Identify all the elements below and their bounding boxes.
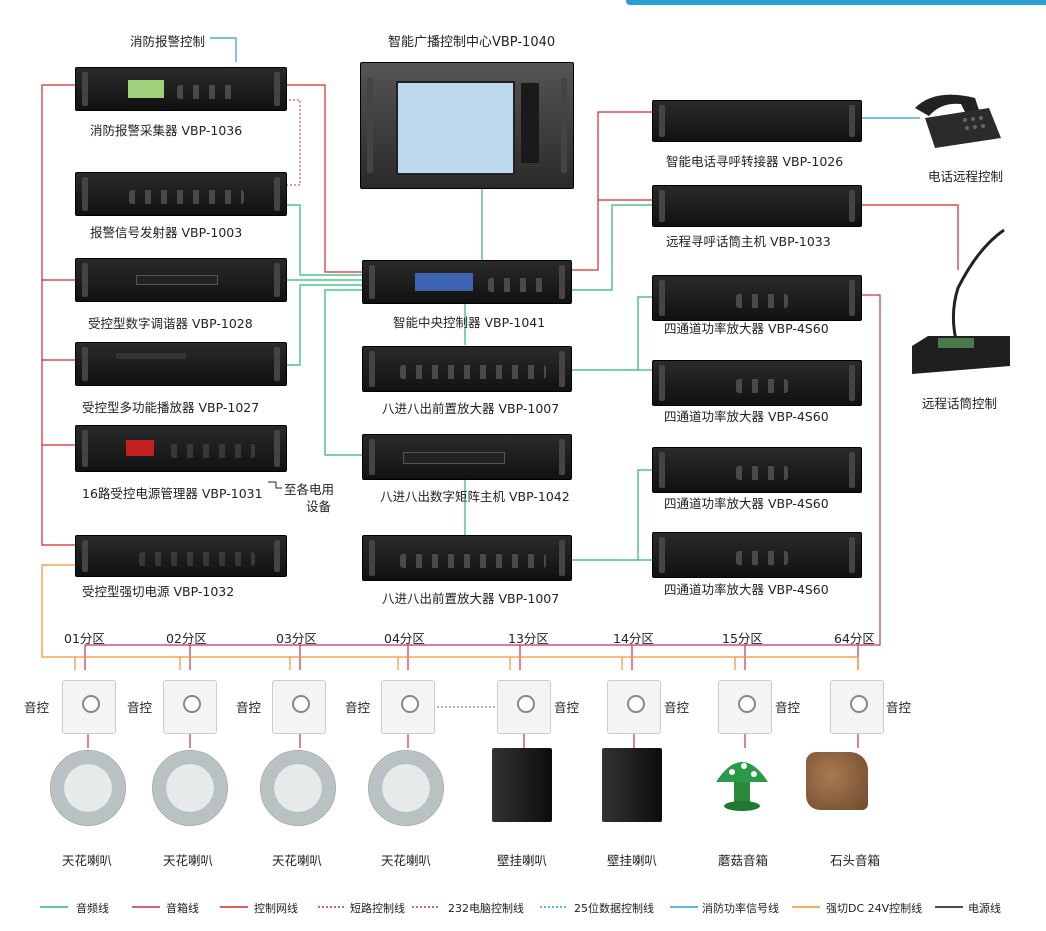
to-devices-label-1: 至各电用 [284, 482, 335, 497]
vbp-1007-b-label: 八进八出前置放大器 VBP-1007 [382, 591, 560, 606]
zone-label: 15分区 [722, 631, 763, 646]
device-amp-1 [652, 275, 862, 321]
legend-data-control-line: 25位数据控制线 [574, 902, 654, 915]
volume-control-label: 音控 [886, 700, 912, 715]
wall-speaker [492, 748, 552, 822]
header-accent-bar [626, 0, 1046, 5]
speaker-label: 蘑菇音箱 [718, 853, 769, 868]
zone-label: 02分区 [166, 631, 207, 646]
device-vbp-1032 [75, 535, 287, 577]
to-devices-label-2: 设备 [306, 499, 332, 514]
speaker-label: 石头音箱 [830, 853, 881, 868]
device-vbp-1007-a [362, 346, 572, 392]
ceiling-speaker [152, 750, 228, 826]
device-amp-3 [652, 447, 862, 493]
device-vbp-1003 [75, 172, 287, 216]
zone-label: 04分区 [384, 631, 425, 646]
volume-control-label: 音控 [24, 700, 50, 715]
volume-control-label: 音控 [127, 700, 153, 715]
zone-label: 64分区 [834, 631, 875, 646]
rock-speaker [806, 752, 868, 810]
ceiling-speaker [260, 750, 336, 826]
fire-alarm-control-label: 消防报警控制 [130, 34, 206, 49]
mushroom-speaker [716, 762, 768, 811]
device-vbp-1031 [75, 425, 287, 472]
phone-remote-label: 电话远程控制 [928, 169, 1004, 184]
ceiling-speaker [368, 750, 444, 826]
vbp-1041-label: 智能中央控制器 VBP-1041 [393, 315, 546, 330]
volume-control-panel[interactable] [272, 680, 326, 734]
device-amp-4 [652, 532, 862, 578]
legend-power-line: 电源线 [968, 902, 1001, 915]
amp-1-label: 四通道功率放大器 VBP-4S60 [664, 321, 829, 336]
volume-control-panel[interactable] [607, 680, 661, 734]
device-amp-2 [652, 360, 862, 406]
wall-speaker [602, 748, 662, 822]
volume-control-panel[interactable] [62, 680, 116, 734]
legend-fire-signal-line: 消防功率信号线 [702, 902, 779, 915]
legend-short-circuit-line: 短路控制线 [350, 902, 405, 915]
volume-control-label: 音控 [554, 700, 580, 715]
speaker-label: 壁挂喇叭 [607, 853, 658, 868]
legend-control-network-line: 控制网线 [254, 902, 298, 915]
device-vbp-1041 [362, 260, 572, 304]
device-vbp-1042 [362, 434, 572, 480]
vbp-1028-label: 受控型数字调谐器 VBP-1028 [88, 316, 253, 331]
device-vbp-1027 [75, 342, 287, 386]
speaker-label: 天花喇叭 [62, 853, 113, 868]
device-vbp-1033 [652, 185, 862, 227]
volume-control-panel[interactable] [381, 680, 435, 734]
legend-rs232-line: 232电脑控制线 [448, 902, 524, 915]
vbp-1026-label: 智能电话寻呼转接器 VBP-1026 [666, 154, 844, 169]
zone-label: 01分区 [64, 631, 105, 646]
vbp-1003-label: 报警信号发射器 VBP-1003 [90, 225, 243, 240]
volume-control-panel[interactable] [163, 680, 217, 734]
speaker-label: 天花喇叭 [272, 853, 323, 868]
device-vbp-1026 [652, 100, 862, 142]
mic-remote-label: 远程话筒控制 [922, 396, 998, 411]
zone-label: 13分区 [508, 631, 549, 646]
amp-3-label: 四通道功率放大器 VBP-4S60 [664, 496, 829, 511]
center-title: 智能广播控制中心VBP-1040 [388, 35, 556, 50]
volume-control-label: 音控 [236, 700, 262, 715]
speaker-label: 壁挂喇叭 [497, 853, 548, 868]
speaker-label: 天花喇叭 [381, 853, 432, 868]
legend-speaker-line: 音箱线 [166, 902, 199, 915]
vbp-1036-label: 消防报警采集器 VBP-1036 [90, 123, 243, 138]
zone-label: 14分区 [613, 631, 654, 646]
volume-control-label: 音控 [345, 700, 371, 715]
vbp-1042-label: 八进八出数字矩阵主机 VBP-1042 [380, 489, 570, 504]
device-vbp-1028 [75, 258, 287, 302]
vbp-1027-label: 受控型多功能播放器 VBP-1027 [82, 400, 260, 415]
legend-dc24v-line: 强切DC 24V控制线 [826, 902, 923, 915]
volume-control-label: 音控 [664, 700, 690, 715]
volume-control-panel[interactable] [497, 680, 551, 734]
ceiling-speaker [50, 750, 126, 826]
volume-control-panel[interactable] [830, 680, 884, 734]
speaker-label: 天花喇叭 [163, 853, 214, 868]
device-vbp-1040 [360, 62, 574, 189]
zone-label: 03分区 [276, 631, 317, 646]
amp-4-label: 四通道功率放大器 VBP-4S60 [664, 582, 829, 597]
microphone-icon [912, 228, 1010, 374]
volume-control-panel[interactable] [718, 680, 772, 734]
device-vbp-1007-b [362, 535, 572, 581]
telephone-icon [915, 94, 1001, 148]
vbp-1032-label: 受控型强切电源 VBP-1032 [82, 584, 235, 599]
vbp-1033-label: 远程寻呼话筒主机 VBP-1033 [666, 234, 831, 249]
amp-2-label: 四通道功率放大器 VBP-4S60 [664, 409, 829, 424]
vbp-1007-a-label: 八进八出前置放大器 VBP-1007 [382, 401, 560, 416]
volume-control-label: 音控 [775, 700, 801, 715]
legend-audio-line: 音频线 [76, 902, 109, 915]
vbp-1031-label: 16路受控电源管理器 VBP-1031 [82, 486, 263, 501]
device-vbp-1036 [75, 67, 287, 111]
